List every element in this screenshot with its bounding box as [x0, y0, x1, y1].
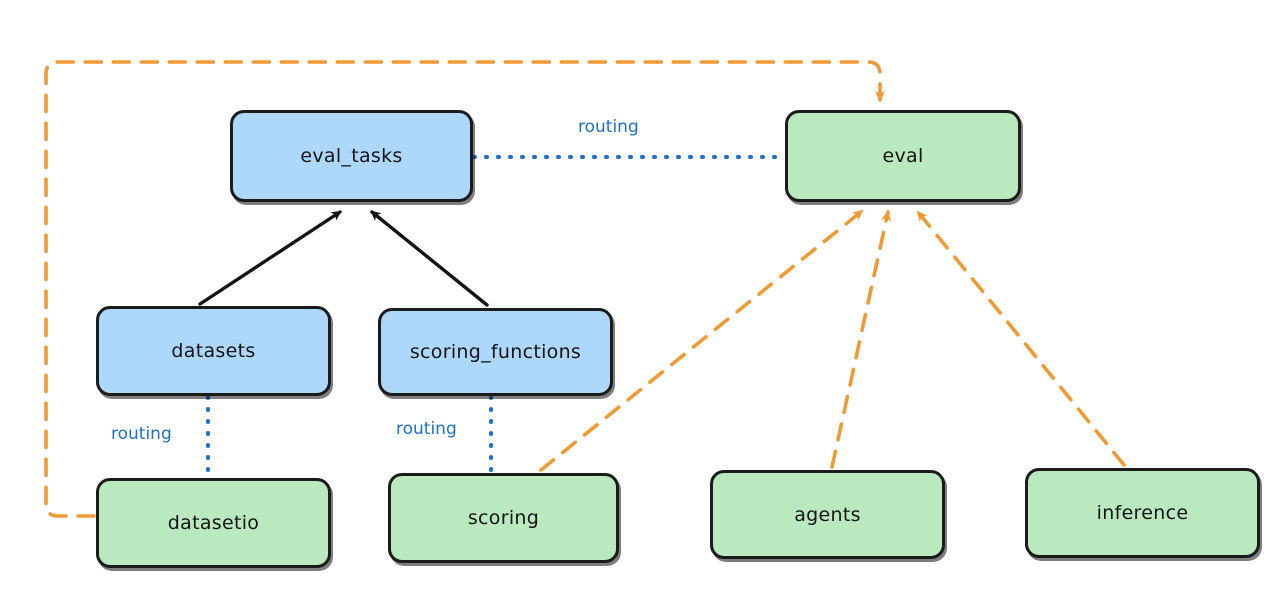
edge-label-routing-scoring-functions: routing	[396, 419, 457, 439]
node-label: agents	[794, 503, 861, 526]
node-datasetio[interactable]: datasetio	[96, 478, 331, 568]
edge-datasets-eval_tasks	[198, 210, 342, 306]
node-eval-tasks[interactable]: eval_tasks	[230, 110, 473, 202]
edge-datasetio-eval	[44, 60, 885, 518]
edge-agents-eval	[830, 210, 891, 469]
edge-label-routing-datasets: routing	[111, 424, 172, 444]
node-eval[interactable]: eval	[785, 110, 1021, 202]
node-label: eval	[882, 145, 924, 167]
edge-inference-eval	[916, 210, 1126, 467]
node-inference[interactable]: inference	[1025, 468, 1260, 558]
edge-scoring-eval	[539, 209, 864, 472]
edge-label-routing-eval-tasks: routing	[578, 117, 639, 137]
edge-scoring_functions-eval_tasks	[370, 210, 489, 307]
node-scoring[interactable]: scoring	[388, 473, 619, 563]
node-label: datasets	[171, 340, 256, 362]
node-label: scoring	[467, 507, 540, 529]
node-label: scoring_functions	[409, 341, 582, 363]
node-label: inference	[1096, 502, 1189, 524]
node-agents[interactable]: agents	[710, 470, 945, 559]
node-label: datasetio	[167, 512, 260, 534]
node-datasets[interactable]: datasets	[96, 306, 331, 396]
node-label: eval_tasks	[300, 145, 403, 167]
node-scoring-functions[interactable]: scoring_functions	[378, 308, 613, 396]
